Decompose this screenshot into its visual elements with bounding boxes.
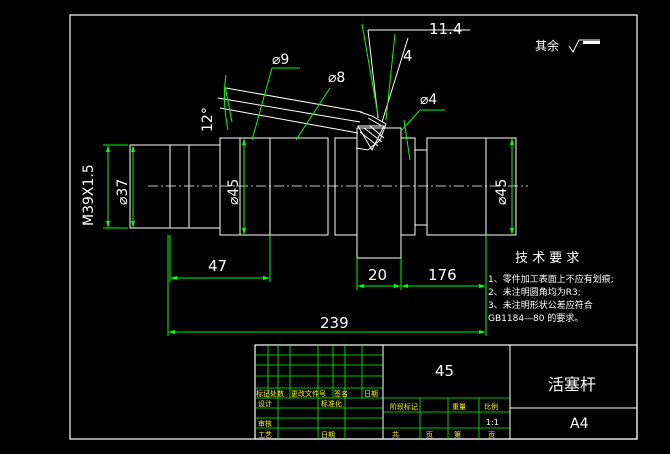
len-4-dimension: 4 <box>403 47 413 65</box>
tb-scale: 比例 <box>484 402 498 411</box>
oblique-hole <box>217 29 470 152</box>
scale-value: 1:1 <box>486 418 499 427</box>
tb-review: 审核 <box>258 419 272 428</box>
tb-process: 工艺 <box>258 431 272 439</box>
dimension-lines <box>103 23 513 336</box>
tech-requirement-item-4: GB1184—80 的要求。 <box>488 312 583 324</box>
roughness-bar <box>583 41 600 44</box>
len-20-dimension: 20 <box>368 266 387 284</box>
tb-weight: 重量 <box>452 403 466 411</box>
tech-requirements-title: 技 术 要 求 <box>515 251 579 266</box>
angle-dimension: 12° <box>200 107 216 132</box>
tb-count: 处数 <box>270 389 284 398</box>
len-239-dimension: 239 <box>320 314 349 332</box>
thread-dimension: M39X1.5 <box>81 164 97 226</box>
tb-approve-date: 日期 <box>321 431 335 439</box>
tech-requirement-item-1: 1、零件加工表面上不应有划痕; <box>488 273 614 285</box>
tb-stage-mark: 阶段标记 <box>390 402 418 411</box>
d45-right-dimension: ⌀45 <box>494 179 510 205</box>
len-11-4-dimension: 11.4 <box>429 20 462 38</box>
tb-revision-doc: 更改文件号 <box>291 389 326 398</box>
tb-design: 设计 <box>258 399 272 408</box>
len-176-dimension: 176 <box>428 266 457 284</box>
title-block: 45 活塞杆 A4 1:1 标记 处数 更改文件号 签名 日期 设计 标准化 审… <box>254 344 638 440</box>
tb-sheet: 页 <box>426 431 433 439</box>
surface-note: 其余 <box>535 38 559 53</box>
len-47-dimension: 47 <box>208 257 227 275</box>
tech-requirement-item-3: 3、未注明形状公差应符合 <box>488 299 593 311</box>
tb-no: 第 <box>454 430 461 439</box>
tb-mark: 标记 <box>256 389 270 398</box>
d4-dimension: ⌀4 <box>420 92 437 108</box>
d45-left-dimension: ⌀45 <box>226 179 242 205</box>
roughness-symbol-icon <box>568 39 600 53</box>
dimension-arrows <box>106 138 514 334</box>
part-name: 活塞杆 <box>548 375 596 394</box>
tb-standardization: 标准化 <box>321 399 342 408</box>
paper-size: A4 <box>570 416 589 432</box>
tb-date: 日期 <box>364 390 378 398</box>
tb-signature: 签名 <box>334 389 348 398</box>
d9-dimension: ⌀9 <box>272 52 289 68</box>
d8-dimension: ⌀8 <box>328 70 345 86</box>
material-label: 45 <box>435 362 454 380</box>
d37-dimension: ⌀37 <box>115 179 131 205</box>
piston-rod-outline <box>129 127 517 259</box>
tb-total: 共 <box>392 430 399 439</box>
tb-page: 页 <box>488 431 495 439</box>
tech-requirement-item-2: 2、未注明圆角均为R3; <box>488 286 581 298</box>
